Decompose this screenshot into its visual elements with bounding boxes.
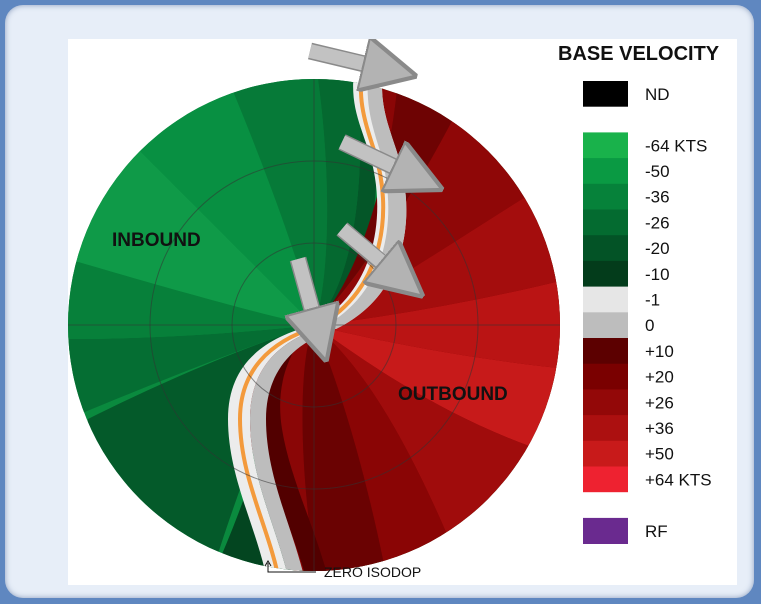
legend-swatch — [583, 466, 628, 493]
legend-swatch — [583, 415, 628, 442]
outbound-band — [314, 325, 560, 459]
legend-label: +20 — [645, 368, 674, 387]
legend-label: -50 — [645, 162, 670, 181]
zero-isodop-pointer — [264, 560, 316, 573]
outbound-band — [314, 325, 468, 571]
legend-label: 0 — [645, 316, 654, 335]
outbound-band — [302, 325, 388, 571]
inbound-band — [68, 149, 314, 325]
legend-swatch — [583, 183, 628, 210]
legend-swatch — [583, 132, 628, 159]
legend-swatch — [583, 389, 628, 416]
legend-title: BASE VELOCITY — [558, 43, 720, 65]
legend-label: +10 — [645, 342, 674, 361]
legend-label: -26 — [645, 213, 670, 232]
inbound-band — [138, 79, 314, 325]
arrow — [308, 51, 390, 70]
diagram-panel: INBOUND OUTBOUND ZERO ISODOP BASE VELOCI… — [68, 39, 737, 585]
arrow — [337, 223, 402, 279]
legend-label: +26 — [645, 393, 674, 412]
arrow — [339, 135, 418, 178]
legend-label: +64 KTS — [645, 470, 712, 489]
outbound-band — [314, 279, 560, 369]
radar-disc — [68, 79, 560, 571]
outer-frame: INBOUND OUTBOUND ZERO ISODOP BASE VELOCI… — [5, 5, 754, 598]
legend-swatch — [583, 260, 628, 287]
legend-swatch — [583, 517, 628, 544]
legend-swatch — [583, 338, 628, 365]
legend-swatch — [583, 209, 628, 236]
outbound-label: OUTBOUND — [398, 384, 508, 405]
inbound-label: INBOUND — [112, 230, 201, 251]
legend-swatch — [583, 492, 628, 519]
legend-swatch — [583, 235, 628, 262]
arrow — [298, 257, 319, 335]
legend-label: -64 KTS — [645, 136, 707, 155]
legend-swatch — [583, 312, 628, 339]
legend-swatch — [583, 363, 628, 390]
legend-swatch — [583, 81, 628, 108]
legend-swatch — [583, 106, 628, 133]
legend-label: -1 — [645, 290, 660, 309]
legend-label: -20 — [645, 239, 670, 258]
legend-label: ND — [645, 85, 670, 104]
zero-isodop-line-lower — [237, 325, 317, 571]
legend-swatch — [583, 440, 628, 467]
legend-swatch — [583, 158, 628, 185]
inbound-band — [68, 325, 314, 419]
legend: ND-64 KTS-50-36-26-20-10-10+10+20+26+36+… — [583, 81, 712, 544]
legend-label: +50 — [645, 445, 674, 464]
legend-label: RF — [645, 522, 668, 541]
zero-isodop-label: ZERO ISODOP — [324, 564, 421, 580]
legend-label: +36 — [645, 419, 674, 438]
inbound-band — [68, 259, 314, 339]
velocity-diagram: INBOUND OUTBOUND ZERO ISODOP BASE VELOCI… — [68, 39, 720, 580]
zero-band-lower-white — [228, 325, 318, 571]
legend-swatch — [583, 286, 628, 313]
flow-arrows — [298, 51, 426, 342]
legend-label: -10 — [645, 265, 670, 284]
legend-label: -36 — [645, 188, 670, 207]
outbound-band — [255, 325, 330, 571]
